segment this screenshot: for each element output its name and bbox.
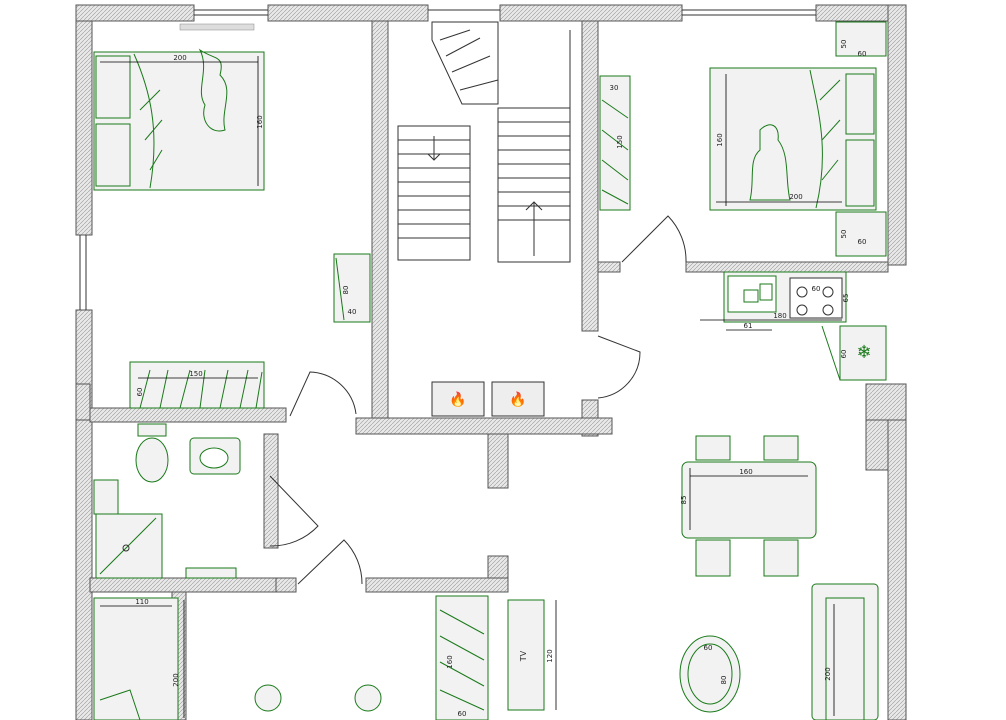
dining-table [681, 461, 817, 539]
dim-wardrobe2-h: 150 [616, 135, 624, 148]
wall-left-lower [75, 309, 93, 720]
dim-sofa-l: 200 [824, 667, 832, 680]
wall-right-lower [887, 419, 907, 720]
coffee-table [679, 635, 741, 713]
wall-room3-top [365, 577, 509, 593]
dim-wardrobe1-w: 150 [189, 370, 202, 378]
dim-ns-top-a: 50 [840, 40, 848, 49]
door-bedroom-2 [621, 215, 687, 263]
dim-bed2-width: 200 [789, 193, 802, 201]
dim-bed3-w: 110 [135, 598, 148, 606]
dim-wardrobe3-h: 160 [446, 655, 454, 668]
dim-kitchen-sink: 61 [744, 322, 753, 330]
chair [254, 684, 282, 712]
wall-right-stub2 [865, 419, 889, 471]
dim-ns-bot-a: 50 [840, 230, 848, 239]
dim-coffee-l: 80 [720, 676, 728, 685]
pillow [95, 123, 131, 187]
wall-stair-left [371, 20, 389, 422]
wall-stair-bottom [355, 417, 613, 435]
dim-fridge: 60 [840, 350, 848, 359]
door-room-3 [297, 539, 363, 585]
bedroom-1: 200 160 80 40 150 60 [93, 48, 371, 417]
sink-icon [727, 275, 777, 313]
dim-kitchen-hob: 60 [812, 285, 821, 293]
fridge [839, 325, 887, 381]
dim-bed2-length: 160 [716, 133, 724, 146]
wall-b1-corner [75, 383, 91, 421]
wall-left-upper [75, 4, 93, 236]
dim-wardrobe1-d: 60 [136, 388, 144, 397]
wall-stair-right [581, 20, 599, 332]
chair [354, 684, 382, 712]
wall-right-upper [887, 4, 907, 266]
toilet-tank [137, 423, 167, 437]
flame-icon: 🔥 [509, 391, 526, 408]
tv-unit [507, 599, 545, 711]
door-stairs [597, 335, 641, 399]
dining-area: 160 85 [680, 435, 817, 577]
single-bed [93, 597, 179, 720]
snowflake-icon: ❄ [856, 342, 871, 363]
wall-hall-right-top [487, 433, 509, 489]
wall-b2-bottom-b [685, 261, 889, 273]
wall-bath-bottom-b [275, 577, 297, 593]
chair [695, 539, 731, 577]
living-area: TV 120 60 80 200 [507, 583, 879, 720]
wall-right-stub [865, 383, 907, 421]
wardrobe-1 [129, 361, 265, 409]
boiler-1 [431, 381, 485, 417]
blanket-figure [749, 124, 791, 201]
toilet [135, 437, 169, 483]
dim-ns-top-b: 60 [858, 50, 867, 58]
pillow [845, 139, 875, 207]
dim-nightstand1-w: 40 [348, 308, 357, 316]
dim-wardrobe2-w: 30 [610, 84, 619, 92]
pillow [845, 73, 875, 135]
bedroom-2: 200 160 30 150 50 60 50 60 [599, 21, 887, 263]
room-3: 110 200 160 60 [93, 595, 489, 720]
wall-b2-bottom-a [597, 261, 621, 273]
wardrobe-2 [599, 75, 631, 211]
chair [763, 435, 799, 461]
boiler-2 [491, 381, 545, 417]
towel-rail [185, 567, 237, 579]
flame-icon: 🔥 [449, 391, 466, 408]
kitchen: 60 65 180 61 ❄ 60 [597, 271, 887, 399]
bathroom [93, 423, 363, 585]
dim-kitchen-depth: 65 [842, 294, 850, 303]
wall-top-2 [267, 4, 429, 22]
wall-b1-bottom [89, 407, 287, 423]
dim-tv-len: 120 [546, 649, 554, 662]
chair [763, 539, 799, 577]
walls [75, 4, 907, 720]
dim-ns-bot-b: 60 [858, 238, 867, 246]
wall-top-3 [499, 4, 683, 22]
dim-coffee-w: 60 [704, 644, 713, 652]
wall-top-1 [75, 4, 195, 22]
sofa-cushion [825, 597, 865, 720]
nightstand-2a [835, 21, 887, 57]
radiator [93, 479, 119, 515]
wall-bath-bottom [89, 577, 277, 593]
door-bathroom [269, 475, 319, 547]
blanket-figure [198, 48, 228, 132]
pillow [95, 55, 131, 119]
dim-table-d: 85 [680, 496, 688, 505]
dim-kitchen-len: 180 [773, 312, 786, 320]
dim-table-w: 160 [739, 468, 752, 476]
dim-bed1-width: 200 [173, 54, 186, 62]
wall-bath-right [263, 433, 279, 549]
dim-bed3-l: 200 [172, 673, 180, 686]
dim-bed1-length: 160 [256, 115, 264, 128]
dim-nightstand1-h: 80 [342, 286, 350, 295]
tv-label: TV [519, 650, 528, 662]
staircase: 🔥 🔥 [397, 21, 571, 417]
door-bedroom-1 [289, 371, 357, 417]
nightstand-2b [835, 211, 887, 257]
chair [695, 435, 731, 461]
dim-wardrobe3-d: 60 [458, 710, 467, 718]
